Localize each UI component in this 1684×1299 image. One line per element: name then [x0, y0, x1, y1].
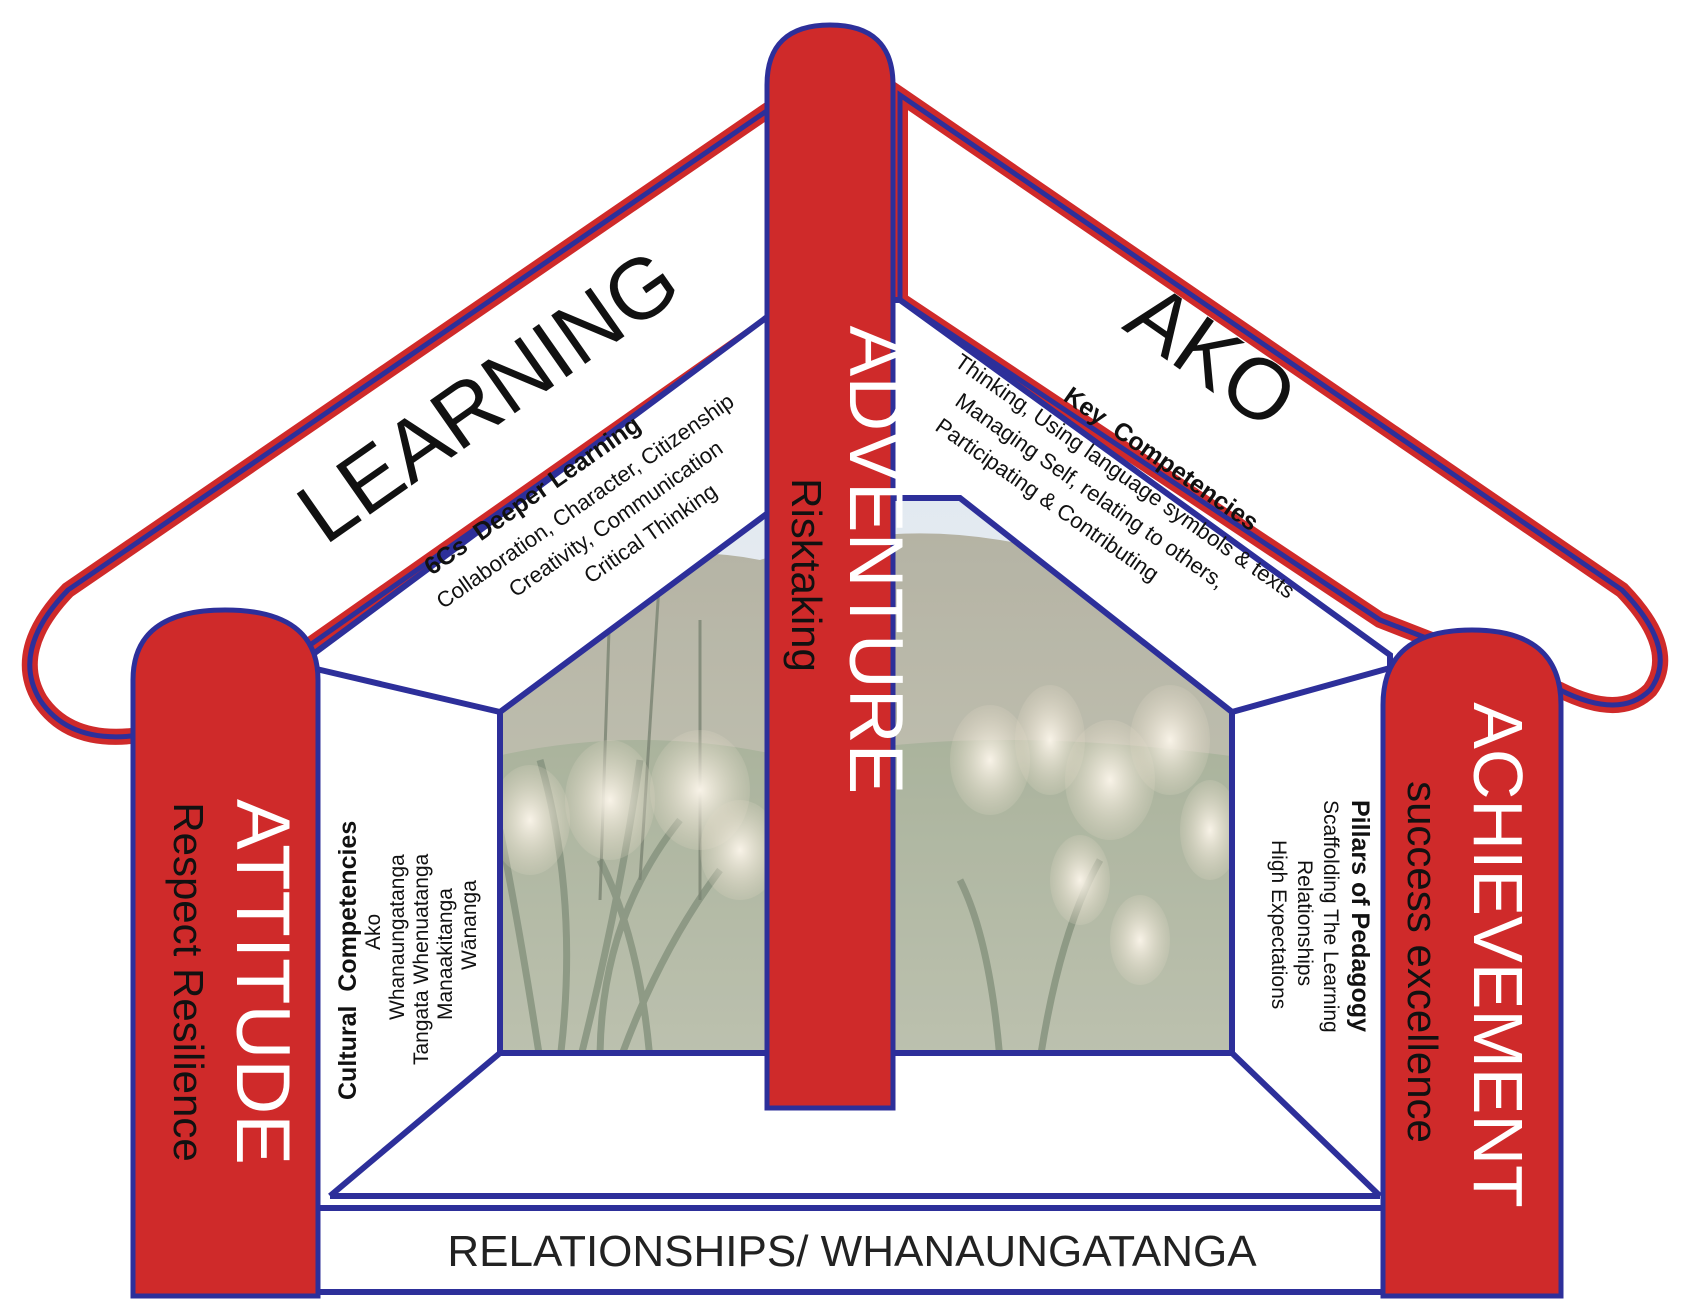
pillar-attitude-title: ATTITUDE: [220, 799, 305, 1165]
pillar-achievement-title: ACHIEVEMENT: [1459, 702, 1537, 1208]
pillar-attitude: ATTITUDE Respect Resilience: [130, 607, 321, 1299]
pillar-adventure: ADVENTURE Risktaking: [764, 22, 918, 1111]
cultural-competencies-line: Tangata Whenuatanga: [410, 853, 433, 1065]
roof-band: [21, 79, 1669, 745]
pillars-of-pedagogy-panel: Pillars of Pedagogy Scaffolding The Lear…: [1267, 800, 1374, 1033]
pillar-adventure-subtitle: Risktaking: [783, 478, 830, 672]
base-label: RELATIONSHIPS/ WHANAUNGATANGA: [447, 1227, 1257, 1276]
pillar-adventure-title: ADVENTURE: [833, 326, 918, 795]
cultural-competencies-line: Wānanga: [458, 880, 481, 970]
pillars-of-pedagogy-line: Scaffolding The Learning: [1319, 800, 1342, 1033]
pillars-of-pedagogy-line: High Expectations: [1267, 840, 1290, 1009]
pillars-of-pedagogy-line: Relationships: [1293, 860, 1316, 986]
perspective-lines: [311, 665, 1391, 1199]
pillar-attitude-subtitle: Respect Resilience: [165, 802, 212, 1162]
pillar-achievement-subtitle: success excellence: [1399, 781, 1446, 1143]
cultural-competencies-line: Ako: [362, 914, 385, 950]
base-band: RELATIONSHIPS/ WHANAUNGATANGA: [309, 1205, 1395, 1295]
cultural-competencies-line: Whanaungatanga: [386, 854, 409, 1020]
cultural-competencies-heading: Cultural Competencies: [334, 821, 362, 1100]
pillar-achievement: ACHIEVEMENT success excellence: [1380, 627, 1564, 1299]
cultural-competencies-line: Manaakitanga: [434, 888, 457, 1020]
pillars-of-pedagogy-heading: Pillars of Pedagogy: [1346, 800, 1374, 1032]
cultural-competencies-panel: Cultural Competencies Ako Whanaungatanga…: [334, 821, 481, 1100]
